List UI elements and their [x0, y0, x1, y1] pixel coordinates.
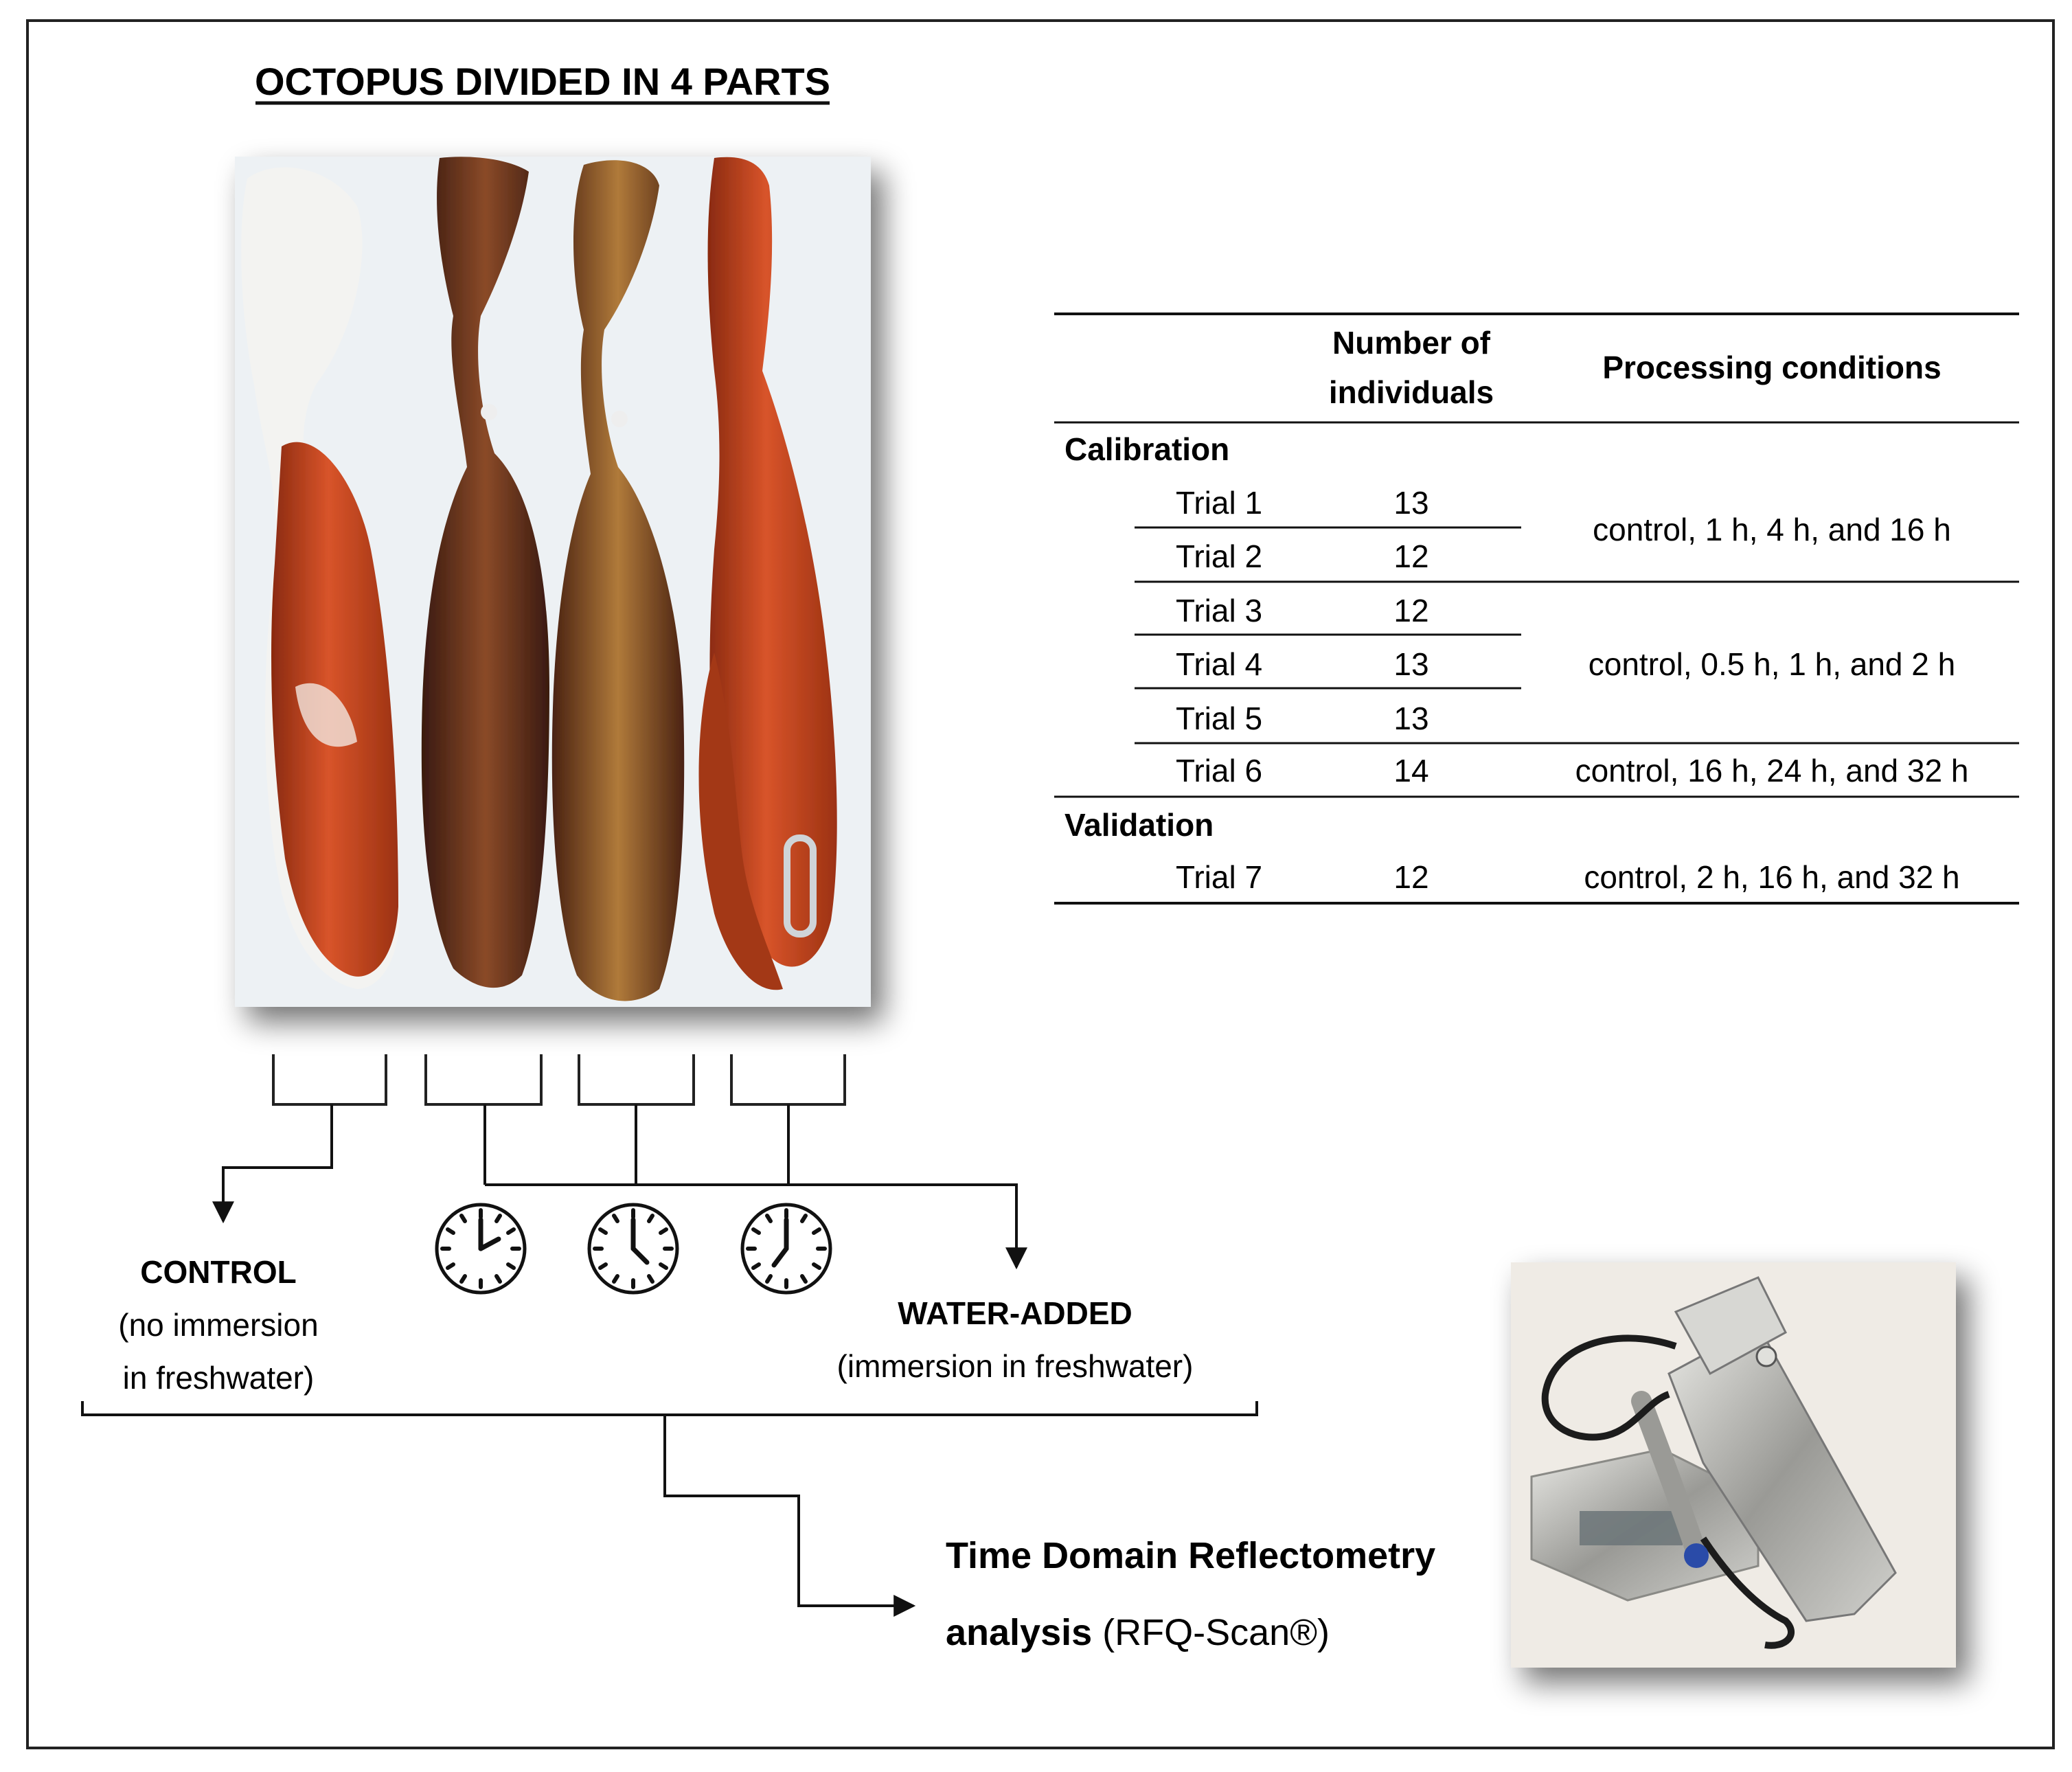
- analysis-label-group: Time Domain Reflectometry analysis (RFQ-…: [946, 1535, 1435, 1653]
- water-added-label-group: WATER-ADDED (immersion in freshwater): [837, 1295, 1194, 1384]
- table-row: Trial 6 14: [1176, 753, 1429, 788]
- analysis-line2-bold: analysis: [946, 1612, 1092, 1653]
- analysis-line2: analysis (RFQ-Scan®): [946, 1612, 1330, 1653]
- octopus-part-2: [421, 157, 549, 988]
- part-brackets: [272, 1054, 846, 1106]
- clock-icon: [435, 1203, 527, 1295]
- figure-title: OCTOPUS DIVIDED IN 4 PARTS: [255, 60, 830, 105]
- condition-cell: control, 2 h, 16 h, and 32 h: [1584, 859, 1959, 895]
- control-note-line2: in freshwater): [123, 1360, 315, 1396]
- table-row: Trial 7 12: [1176, 859, 1429, 895]
- control-note-line1: (no immersion: [118, 1307, 318, 1343]
- header-count-line2: individuals: [1329, 374, 1494, 410]
- trial-count: 13: [1393, 485, 1428, 521]
- octopus-part-1: [241, 167, 400, 989]
- flow-lines: [81, 1104, 1258, 1617]
- trial-label: Trial 5: [1176, 701, 1262, 736]
- trial-count: 13: [1393, 701, 1428, 736]
- trial-count: 14: [1393, 753, 1428, 788]
- table-row: Trial 2 12: [1176, 538, 1429, 574]
- analysis-line1: Time Domain Reflectometry: [946, 1535, 1435, 1576]
- trial-count: 12: [1393, 859, 1428, 895]
- table-row: Trial 3 12: [1176, 593, 1429, 628]
- trial-count: 12: [1393, 538, 1428, 574]
- table-row: Trial 4 13: [1176, 646, 1429, 682]
- figure-frame: [26, 19, 2055, 1749]
- trials-table: Number of individuals Processing conditi…: [1054, 313, 2019, 905]
- condition-cell: control, 16 h, 24 h, and 32 h: [1575, 753, 1969, 788]
- control-label-group: CONTROL (no immersion in freshwater): [118, 1254, 318, 1396]
- trial-label: Trial 7: [1176, 859, 1262, 895]
- section-validation: Validation: [1065, 807, 1214, 843]
- trial-count: 12: [1393, 593, 1428, 628]
- header-conditions: Processing conditions: [1602, 350, 1941, 385]
- title-text: OCTOPUS DIVIDED IN 4 PARTS: [255, 60, 830, 103]
- section-calibration: Calibration: [1065, 431, 1229, 467]
- trial-label: Trial 4: [1176, 646, 1262, 682]
- trial-count: 13: [1393, 646, 1428, 682]
- octopus-photo: [235, 157, 871, 1007]
- condition-cell: control, 0.5 h, 1 h, and 2 h: [1589, 646, 1955, 682]
- octopus-part-4: [698, 157, 837, 990]
- rfq-scan-device-photo: [1511, 1262, 1956, 1668]
- analysis-line2-rest: (RFQ-Scan®): [1092, 1612, 1330, 1653]
- water-added-label: WATER-ADDED: [898, 1295, 1132, 1331]
- clock-icon: [587, 1203, 679, 1295]
- header-count-line1: Number of: [1332, 325, 1491, 361]
- control-label: CONTROL: [140, 1254, 296, 1290]
- trial-label: Trial 6: [1176, 753, 1262, 788]
- octopus-part-3: [551, 160, 685, 1001]
- trial-label: Trial 2: [1176, 538, 1262, 574]
- clock-icon: [740, 1203, 832, 1295]
- table-row: Trial 1 13: [1176, 485, 1429, 521]
- trial-label: Trial 3: [1176, 593, 1262, 628]
- condition-cell: control, 1 h, 4 h, and 16 h: [1593, 512, 1951, 547]
- water-added-note: (immersion in freshwater): [837, 1348, 1194, 1384]
- trial-label: Trial 1: [1176, 485, 1262, 521]
- table-row: Trial 5 13: [1176, 701, 1429, 736]
